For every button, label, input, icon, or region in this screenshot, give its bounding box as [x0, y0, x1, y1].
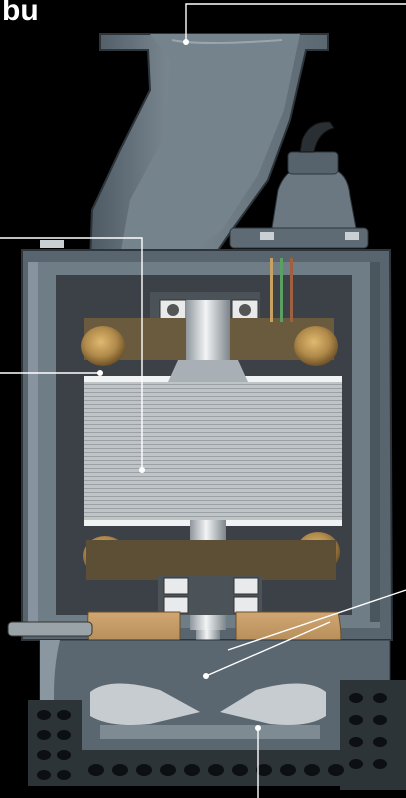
lower-end-ring — [86, 540, 336, 580]
leader-lines — [0, 3, 406, 798]
leader-dot-impeller — [255, 725, 261, 731]
impeller — [39, 639, 391, 761]
leader-dots — [97, 39, 261, 731]
leader-line-bearing — [227, 589, 406, 651]
leader-line-seal — [205, 621, 331, 677]
leader-dot-housing — [139, 467, 145, 473]
leader-dot-discharge — [183, 39, 189, 45]
leader-dot-seal — [203, 673, 209, 679]
lower-bearings — [158, 575, 262, 615]
partial-title: bu — [2, 0, 39, 27]
cable-entry — [229, 121, 369, 249]
discharge-outlet — [88, 33, 329, 263]
leader-line-discharge — [185, 3, 406, 42]
strainer — [28, 680, 406, 790]
leader-dot-stator — [97, 370, 103, 376]
stator — [84, 376, 342, 526]
leader-line-housing — [0, 237, 143, 470]
